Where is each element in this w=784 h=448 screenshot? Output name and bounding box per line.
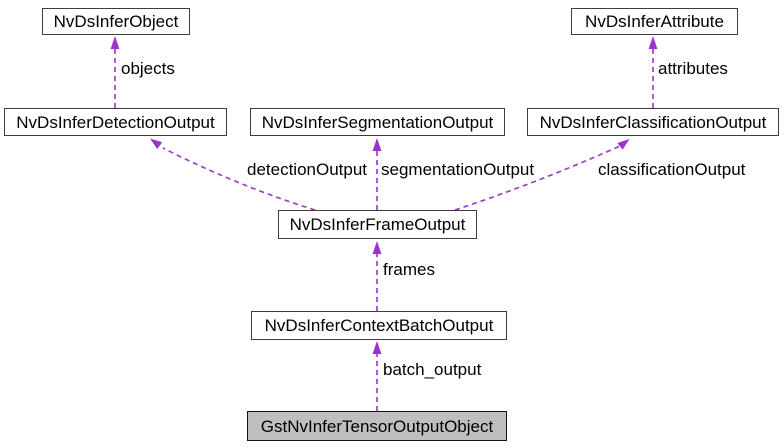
edge-classification-output	[454, 139, 630, 211]
node-nvdsinferdetectionoutput[interactable]: NvDsInferDetectionOutput	[4, 108, 227, 136]
edge-segmentation-output-arrowhead	[372, 138, 382, 151]
edge-detection-output-line	[162, 147, 316, 211]
edge-label-frames: frames	[383, 260, 435, 279]
edge-detection-output-arrowhead	[150, 138, 163, 149]
node-nvdsinfercontextbatchoutput[interactable]: NvDsInferContextBatchOutput	[251, 311, 507, 340]
edge-label-attributes: attributes	[658, 59, 728, 78]
edge-frames-arrowhead	[372, 241, 382, 254]
node-nvdsinferframeoutput[interactable]: NvDsInferFrameOutput	[278, 210, 477, 239]
edge-detection-output	[150, 138, 316, 211]
edge-label-classification-output: classificationOutput	[598, 160, 746, 179]
edge-classification-output-arrowhead	[617, 139, 630, 150]
node-nvdsinfersegmentationoutput[interactable]: NvDsInferSegmentationOutput	[250, 108, 505, 136]
edge-segmentation-output	[372, 138, 382, 210]
node-nvdsinferclassificationoutput[interactable]: NvDsInferClassificationOutput	[527, 108, 779, 136]
edge-classification-output-line	[454, 145, 621, 211]
edge-frames	[372, 241, 382, 311]
edge-label-segmentation-output: segmentationOutput	[381, 160, 535, 179]
edge-batch-output	[372, 341, 382, 411]
edge-objects	[110, 36, 120, 108]
node-nvdsinferattribute[interactable]: NvDsInferAttribute	[571, 8, 738, 35]
edge-label-detection-output: detectionOutput	[247, 160, 368, 179]
edge-attributes-arrowhead	[648, 36, 658, 49]
edge-label-batch-output: batch_output	[383, 360, 482, 379]
node-nvdsinferobject[interactable]: NvDsInferObject	[42, 8, 190, 35]
edge-attributes	[648, 36, 658, 108]
edge-label-objects: objects	[121, 59, 175, 78]
edge-batch-output-arrowhead	[372, 341, 382, 354]
edge-objects-arrowhead	[110, 36, 120, 49]
node-gstnvinfertensoroutputobject: GstNvInferTensorOutputObject	[247, 411, 507, 441]
